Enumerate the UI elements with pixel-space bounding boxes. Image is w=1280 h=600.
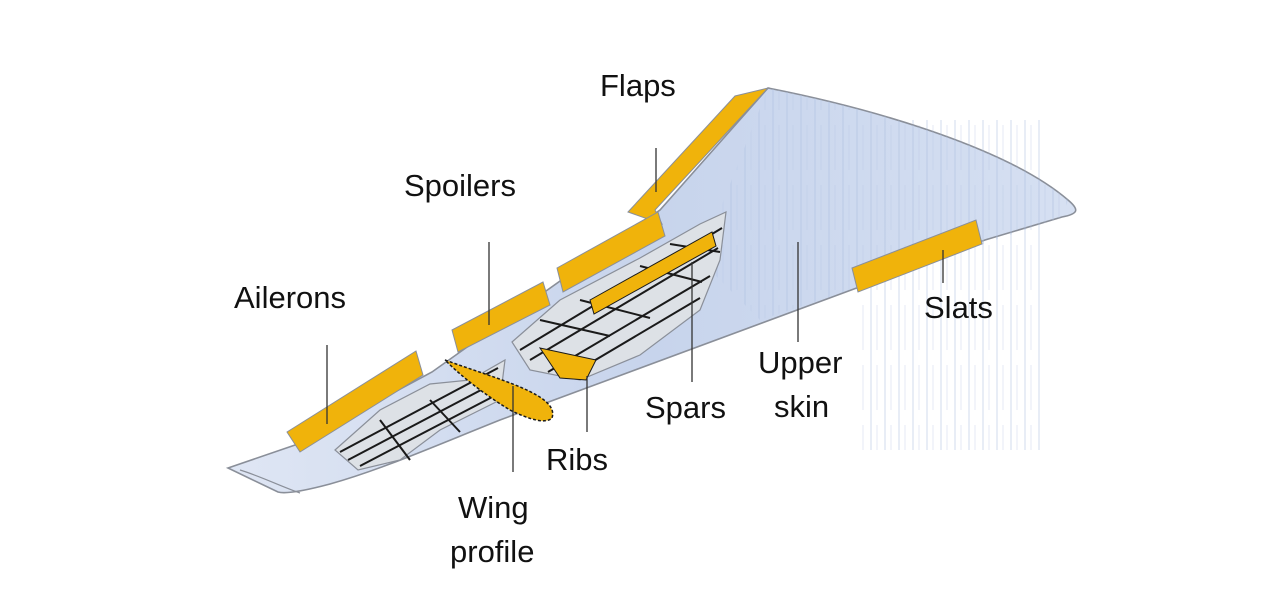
label-upper-skin-line1: Upper: [758, 345, 843, 380]
spoiler-surface-inner: [556, 211, 666, 293]
aileron-surface: [286, 350, 424, 453]
label-wing-profile-line2: profile: [450, 534, 535, 569]
label-ribs: Ribs: [546, 442, 609, 477]
label-flaps: Flaps: [600, 68, 676, 103]
label-spoilers: Spoilers: [404, 168, 516, 203]
rib-highlight: [538, 347, 597, 381]
label-ailerons: Ailerons: [234, 280, 346, 315]
wingtip-line: [239, 469, 301, 494]
spoiler-surface-outer: [451, 281, 551, 353]
label-wing-profile-line1: Wing: [458, 490, 529, 525]
label-spars: Spars: [645, 390, 726, 425]
spar-highlight: [589, 231, 717, 315]
skin-texture: [700, 88, 1068, 320]
slat-surface: [851, 219, 983, 293]
label-slats: Slats: [924, 290, 993, 325]
structure-cutaway-inboard: [511, 211, 727, 381]
wing-profile-shape: [444, 359, 554, 422]
label-upper-skin-line2: skin: [774, 389, 830, 424]
